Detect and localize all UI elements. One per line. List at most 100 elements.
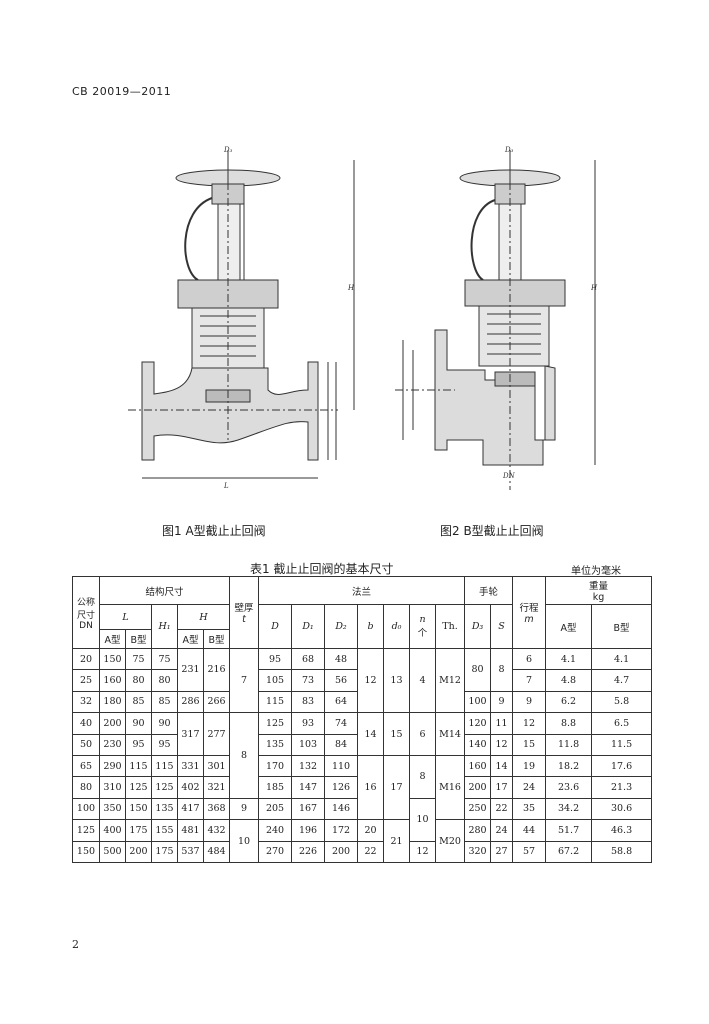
- table-cell: 14: [357, 712, 385, 756]
- table-cell: 132: [291, 754, 326, 778]
- table-cell: 21.3: [591, 776, 653, 799]
- table-cell: 160: [464, 754, 492, 778]
- col-weight-a-header: A型: [545, 604, 593, 649]
- figure-a-type-valve: D₃ H L: [128, 146, 355, 490]
- table-cell: 180: [99, 690, 126, 714]
- table-cell: 240: [258, 819, 293, 842]
- table-cell: 301: [202, 754, 231, 778]
- table-cell: 80: [464, 648, 492, 692]
- table-cell: 200: [125, 840, 152, 863]
- table-cell: 67.2: [545, 840, 593, 863]
- table-cell: 126: [324, 776, 359, 799]
- col-d0-header: d₀: [383, 604, 411, 649]
- table-unit: 单位为毫米: [571, 566, 621, 577]
- table-cell: 90: [125, 712, 152, 735]
- table-cell: 7: [512, 669, 547, 692]
- col-D1-header: D₁: [291, 604, 326, 649]
- table-cell: 321: [202, 776, 231, 799]
- table-cell: 105: [258, 669, 293, 692]
- table-cell: 160: [99, 669, 126, 692]
- figure-1-caption: 图1 A型截止止回阀: [162, 524, 266, 538]
- table-cell: 500: [99, 840, 126, 863]
- table-cell: 84: [324, 733, 359, 756]
- table-cell: 230: [99, 733, 126, 756]
- col-D-header: D: [258, 604, 293, 649]
- svg-text:H: H: [590, 284, 598, 292]
- svg-text:D₃: D₃: [504, 146, 514, 154]
- table-cell: 25: [72, 669, 100, 692]
- table-cell: 20: [357, 819, 385, 842]
- table-cell: 9: [512, 690, 547, 714]
- figure-b-type-valve: D₃ H DN: [395, 146, 598, 500]
- table-cell: 40: [72, 712, 100, 735]
- table-cell: 17: [383, 754, 411, 821]
- table-cell: 146: [324, 797, 359, 821]
- table-cell: 400: [99, 819, 126, 842]
- table-cell: 12: [357, 647, 385, 714]
- table-cell: 100: [464, 690, 492, 714]
- table-cell: 120: [464, 712, 492, 735]
- table-cell: 4.8: [545, 669, 593, 692]
- table-cell: 64: [324, 690, 359, 714]
- col-L-a-header: A型: [99, 629, 126, 649]
- table-cell: 12: [512, 712, 547, 735]
- table-cell: 115: [258, 690, 293, 714]
- table-cell: 83: [291, 690, 326, 714]
- table-cell: 12: [490, 733, 514, 756]
- table-cell: 22: [490, 797, 514, 821]
- col-dn-header: 公称尺寸DN: [72, 576, 100, 649]
- svg-text:DN: DN: [502, 472, 516, 480]
- table-cell: 185: [258, 776, 293, 799]
- table-cell: 135: [258, 733, 293, 756]
- table-cell: 14: [490, 754, 514, 778]
- table-cell: 150: [125, 797, 152, 821]
- table-cell: 48: [324, 647, 359, 671]
- col-struct-header: 结构尺寸: [98, 576, 231, 605]
- table-cell: 46.3: [591, 819, 653, 842]
- table-cell: 175: [125, 819, 152, 842]
- table-cell: 20: [72, 647, 100, 671]
- table-cell: 17: [490, 776, 514, 799]
- table-cell: 432: [202, 819, 231, 842]
- table-cell: 24: [512, 776, 547, 799]
- table-cell: 4.7: [591, 669, 653, 692]
- table-cell: 310: [99, 776, 126, 799]
- table-cell: 27: [490, 840, 514, 863]
- table-cell: 8: [490, 648, 514, 692]
- table-cell: 350: [99, 797, 126, 821]
- table-cell: 135: [151, 797, 178, 821]
- table-cell: 4.1: [545, 647, 593, 671]
- table-cell: 93: [291, 712, 326, 735]
- table-cell: 270: [258, 840, 293, 863]
- table-cell: 19: [512, 754, 547, 778]
- table-cell: 85: [125, 690, 152, 714]
- table-cell: 125: [125, 776, 152, 799]
- col-b-header: b: [357, 604, 385, 649]
- table-cell: 11.8: [545, 733, 593, 756]
- table-cell: 8: [229, 712, 260, 799]
- table-cell: 8.8: [545, 712, 593, 735]
- table-cell: 115: [151, 754, 178, 778]
- table-cell: 481: [177, 819, 204, 842]
- page-number: 2: [72, 938, 79, 951]
- table-cell: 537: [177, 840, 204, 863]
- table-cell: 200: [99, 712, 126, 735]
- table-cell: 317: [177, 712, 204, 756]
- table-cell: 74: [324, 712, 359, 735]
- table-cell: 150: [72, 840, 100, 863]
- table-cell: 6.2: [545, 690, 593, 714]
- table-cell: 331: [177, 754, 204, 778]
- table-cell: 9: [490, 690, 514, 714]
- table-cell: 7: [229, 647, 260, 714]
- col-H-b-header: B型: [202, 629, 231, 649]
- col-H-header: H: [176, 604, 231, 630]
- table-cell: 8: [409, 754, 437, 799]
- table-cell: 170: [258, 754, 293, 778]
- table-cell: 21: [383, 819, 411, 863]
- col-flange-header: 法兰: [258, 576, 466, 605]
- table-cell: 125: [151, 776, 178, 799]
